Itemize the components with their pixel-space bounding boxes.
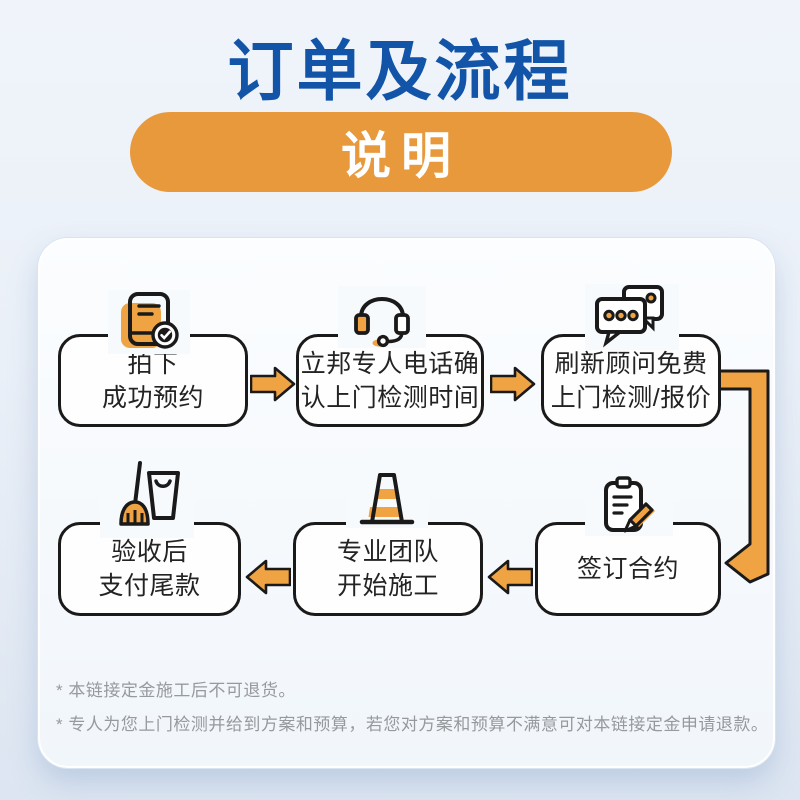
flow-step-2: 立邦专人电话确 认上门检测时间 (296, 334, 484, 427)
flow-step-4: 签订合约 (535, 522, 721, 616)
flow-step-3-line-1: 刷新顾问免费 (554, 349, 708, 378)
flow-step-6-line-2: 支付尾款 (98, 572, 201, 600)
flow-step-6: 验收后 支付尾款 (58, 522, 241, 616)
flow-step-6-line-1: 验收后 (111, 538, 188, 566)
arrow-right-icon (490, 366, 536, 402)
headset-icon (338, 286, 426, 348)
clipboard-pen-icon (585, 476, 673, 536)
footnote-1: * 本链接定金施工后不可退货。 (56, 681, 296, 700)
arrow-left-icon (487, 559, 533, 595)
subtitle-badge: 说明 (130, 112, 672, 192)
flow-step-2-line-1: 立邦专人电话确 (300, 349, 480, 378)
footnote-2: * 专人为您上门检测并给到方案和预算，若您对方案和预算不满意可对本链接定金申请退… (56, 715, 769, 734)
flow-step-1: 拍下 成功预约 (58, 334, 248, 427)
arrow-left-icon (245, 559, 291, 595)
flow-step-3-line-2: 上门检测/报价 (550, 383, 712, 412)
subtitle-badge-label: 说明 (341, 128, 461, 184)
arrow-right-icon (250, 366, 296, 402)
flow-step-5-line-1: 专业团队 (336, 538, 439, 566)
page-title: 订单及流程 (227, 34, 573, 108)
flow-step-5: 专业团队 开始施工 (293, 522, 483, 616)
elbow-connector-icon (716, 369, 770, 584)
chat-bubbles-icon (585, 284, 679, 350)
flow-step-2-line-2: 认上门检测时间 (300, 383, 480, 412)
flow-step-5-line-2: 开始施工 (336, 572, 439, 600)
traffic-cone-icon (346, 470, 428, 528)
document-check-icon (108, 290, 190, 354)
flow-step-1-line-2: 成功预约 (101, 383, 204, 412)
broom-bucket-icon (100, 460, 194, 538)
flow-step-4-line-1: 签订合约 (576, 555, 679, 583)
flow-step-1-line-1: 拍下 (127, 349, 179, 378)
flow-step-3: 刷新顾问免费 上门检测/报价 (541, 334, 721, 427)
